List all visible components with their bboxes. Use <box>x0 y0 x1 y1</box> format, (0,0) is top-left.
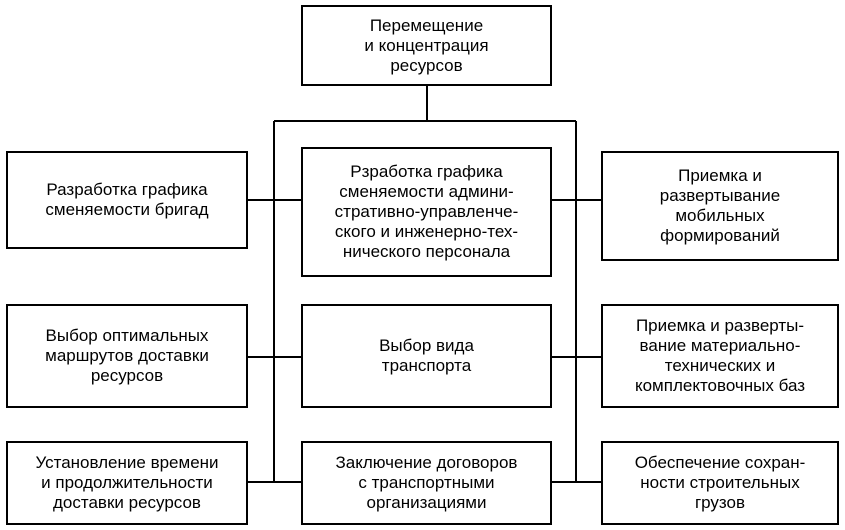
node-delivery-time: Установление времени и продолжительности… <box>6 441 248 525</box>
node-optimal-routes: Выбор оптимальных маршрутов доставки рес… <box>6 304 248 408</box>
node-label: Обеспечение сохран- ности строительных г… <box>634 453 806 512</box>
node-material-bases: Приемка и разверты- вание материально- т… <box>601 304 839 408</box>
node-transport-choice: Выбор вида транспорта <box>301 304 552 408</box>
node-mobile-units: Приемка и развертывание мобильных формир… <box>601 151 839 261</box>
node-label: Установление времени и продолжительности… <box>35 453 219 512</box>
node-label: Разработка графика сменяемости бригад <box>45 180 209 219</box>
node-label: Приемка и развертывание мобильных формир… <box>659 166 781 245</box>
node-cargo-safety: Обеспечение сохран- ности строительных г… <box>601 441 839 525</box>
root-node-label: Перемещение и концентрация ресурсов <box>364 15 489 75</box>
node-transport-contracts: Заключение договоров с транспортными орг… <box>301 441 552 525</box>
node-crew-shift-schedule: Разработка графика сменяемости бригад <box>6 151 248 249</box>
node-staff-shift-schedule: Рзработка графика сменяемости админи- ст… <box>301 147 552 277</box>
node-label: Заключение договоров с транспортными орг… <box>335 453 518 512</box>
node-label: Выбор вида транспорта <box>379 336 474 375</box>
node-label: Приемка и разверты- вание материально- т… <box>634 316 806 395</box>
root-node: Перемещение и концентрация ресурсов <box>301 5 552 86</box>
node-label: Выбор оптимальных маршрутов доставки рес… <box>45 326 209 385</box>
node-label: Рзработка графика сменяемости админи- ст… <box>334 162 519 261</box>
